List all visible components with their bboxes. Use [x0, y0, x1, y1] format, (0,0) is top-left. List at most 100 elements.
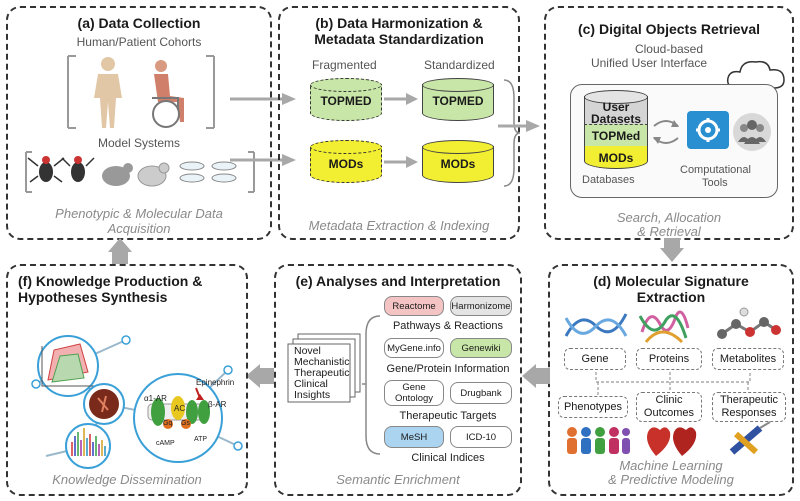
clinic-outcomes-node: Clinic Outcomes — [636, 392, 702, 422]
cloud-based-label: Cloud-based — [634, 42, 704, 56]
unified-ui-label: Unified User Interface — [590, 56, 708, 70]
mods-fragmented-cylinder: MODs — [310, 140, 382, 184]
mods-label: MODs — [598, 151, 634, 165]
icd10-db: ICD-10 — [450, 426, 512, 448]
panel-d-footer-1: Machine Learning — [619, 458, 723, 473]
syringe-icon — [729, 421, 771, 455]
panel-b-title-2: Metadata Standardization — [314, 31, 484, 47]
panel-c-footer-1: Search, Allocation — [616, 210, 722, 225]
network-links — [595, 372, 751, 396]
gq-label: Gq — [163, 420, 173, 427]
phenotypes-node: Phenotypes — [558, 396, 628, 418]
arrow-d-to-e — [522, 364, 550, 388]
ac-label: AC — [174, 404, 186, 413]
reactome-db: Reactome — [384, 296, 444, 316]
arrow-a-to-b-bottom — [230, 154, 296, 166]
gene-ontology-line2: Ontology — [394, 393, 434, 404]
panel-c-footer-2: & Retrieval — [637, 224, 701, 239]
arrow-e-to-f — [246, 364, 274, 388]
arrow-c-to-d — [660, 238, 684, 262]
drugbank-db: Drugbank — [450, 382, 512, 404]
brace — [503, 79, 521, 187]
human-figures-icon — [67, 55, 215, 129]
insight-novel: Novel — [294, 345, 321, 357]
panel-c-title: (c) Digital Objects Retrieval — [577, 21, 761, 37]
tools-label: Tools — [702, 177, 728, 189]
heart-icon — [647, 427, 697, 456]
responses-label: Responses — [721, 407, 777, 419]
panel-a-title: (a) Data Collection — [77, 15, 201, 31]
protein-icon — [638, 310, 690, 344]
epinephrine-label: Epinephrin — [196, 378, 235, 387]
bar-label: β-AR — [208, 400, 227, 409]
arrow-a-to-b-top — [230, 93, 296, 105]
metabolites-node: Metabolites — [712, 348, 784, 370]
fragmented-label: Fragmented — [312, 58, 377, 72]
panel-f-footer: Knowledge Dissemination — [52, 472, 202, 487]
stacked-database-cylinder: User Datasets TOPMed MODs — [584, 90, 648, 170]
dna-icon — [564, 313, 628, 337]
panel-e-title: (e) Analyses and Interpretation — [295, 273, 501, 289]
gene-node: Gene — [564, 348, 626, 370]
genewiki-db: Genewiki — [450, 338, 512, 358]
insight-mechanistic: Mechanistic — [294, 356, 350, 368]
panel-molecular-signature: (d) Molecular Signature Extraction Gene … — [548, 264, 794, 496]
insight-insights: Insights — [294, 389, 331, 401]
camp-label: cAMP — [156, 440, 175, 447]
panel-b-title-1: (b) Data Harmonization & — [315, 15, 483, 31]
proteins-node: Proteins — [636, 348, 702, 370]
gene-protein-label: Gene/Protein Information — [386, 363, 510, 375]
arrow-topmed — [384, 93, 418, 105]
panel-f-title-2: Hypotheses Synthesis — [18, 289, 168, 305]
mygene-db: MyGene.info — [384, 338, 444, 358]
panel-a-footer: Phenotypic & Molecular Data Acquisition — [55, 206, 223, 236]
gene-ontology-db: Gene Ontology — [384, 380, 444, 406]
atp-label: ATP — [194, 436, 208, 443]
pathways-label: Pathways & Reactions — [392, 320, 504, 332]
gs-label: Gs — [181, 420, 190, 427]
exchange-arrows-icon — [653, 120, 679, 144]
model-systems-label: Model Systems — [97, 136, 181, 150]
panel-e-footer: Semantic Enrichment — [336, 472, 460, 487]
databases-label: Databases — [582, 174, 635, 186]
mesh-db: MeSH — [384, 426, 444, 448]
datasets-label: Datasets — [590, 112, 642, 126]
gene-ontology-line1: Gene — [402, 382, 426, 393]
mods-fragmented-label: MODs — [328, 157, 364, 171]
topmed-fragmented-cylinder: TOPMED — [310, 78, 382, 122]
panel-data-collection: (a) Data Collection Human/Patient Cohort… — [6, 6, 272, 240]
computational-label: Computational — [680, 164, 751, 176]
therapeutic-targets-label: Therapeutic Targets — [399, 410, 497, 422]
a1ar-label: α1-AR — [144, 394, 167, 403]
panel-data-harmonization: (b) Data Harmonization & Metadata Standa… — [278, 6, 521, 240]
arrow-f-to-a — [108, 238, 132, 264]
arrow-b-to-c — [498, 120, 540, 132]
panel-f-title-1: (f) Knowledge Production & — [18, 273, 203, 289]
panel-d-footer-2: & Predictive Modeling — [608, 472, 734, 487]
gear-wrench-icon — [687, 111, 729, 149]
therapeutic-responses-node: Therapeutic Responses — [712, 392, 786, 422]
insight-therapeutic: Therapeutic — [294, 367, 350, 379]
outcomes-label: Outcomes — [643, 407, 695, 419]
clinic-label: Clinic — [655, 394, 683, 406]
mods-standardized-cylinder: MODs — [422, 140, 494, 184]
therapeutic-label: Therapeutic — [719, 394, 779, 406]
document-stack-icon — [287, 333, 361, 403]
arrow-mods — [384, 156, 418, 168]
harmonizome-db: Harmonizome — [450, 296, 512, 316]
panel-b-footer: Metadata Extraction & Indexing — [308, 218, 490, 233]
topmed-standardized-label: TOPMED — [432, 94, 484, 108]
cloud-icon — [726, 60, 785, 89]
panel-d-title-1: (d) Molecular Signature — [593, 273, 749, 289]
standardized-label: Standardized — [424, 58, 495, 72]
panel-digital-objects-retrieval: (c) Digital Objects Retrieval Cloud-base… — [544, 6, 794, 240]
topmed-fragmented-label: TOPMED — [320, 94, 372, 108]
human-cohorts-label: Human/Patient Cohorts — [76, 35, 202, 49]
metabolite-icon — [717, 307, 781, 339]
users-icon — [733, 113, 771, 151]
clinical-indices-label: Clinical Indices — [411, 452, 485, 464]
panel-d-title-2: Extraction — [636, 289, 706, 305]
model-systems-icon — [25, 151, 255, 193]
mods-standardized-label: MODs — [440, 157, 476, 171]
topmed-standardized-cylinder: TOPMED — [422, 78, 494, 122]
